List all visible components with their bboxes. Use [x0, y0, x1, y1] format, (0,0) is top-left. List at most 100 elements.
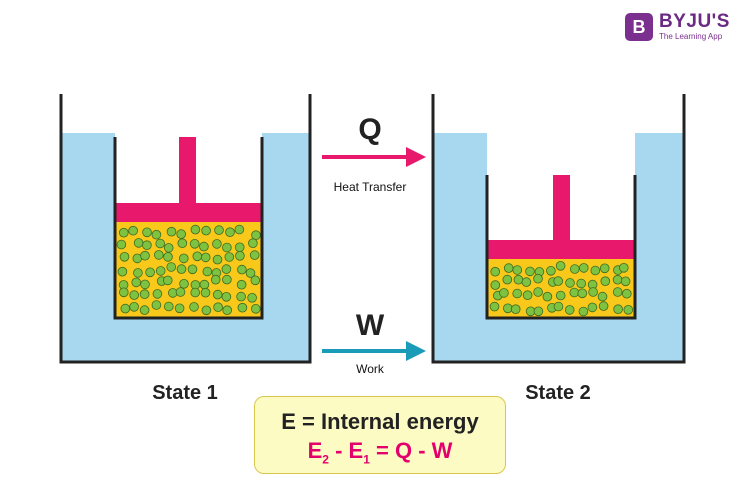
gas-particle	[546, 265, 556, 276]
state-2-label: State 2	[525, 382, 591, 404]
gas-particle	[212, 254, 223, 265]
gas-particle	[129, 290, 140, 300]
work-label: Work	[356, 362, 384, 376]
gas-particle	[201, 305, 212, 316]
gas-particle	[588, 287, 598, 297]
work-symbol: W	[355, 309, 385, 342]
gas-particle	[145, 267, 155, 278]
gas-particle	[192, 251, 203, 262]
gas-particle	[131, 277, 142, 288]
gas-particle	[155, 266, 166, 276]
state-2-cylinder-wall	[485, 175, 637, 320]
gas-particle	[200, 252, 211, 263]
gas-particle	[140, 250, 150, 261]
gas-particle	[237, 302, 248, 313]
gas-particle	[119, 251, 130, 262]
first-law-equation: E2 - E1 = Q - W	[255, 438, 505, 466]
heat-symbol: Q	[358, 113, 382, 146]
gas-particle	[221, 291, 232, 302]
eq-e1-letter: E	[348, 438, 364, 463]
gas-particle	[502, 303, 513, 314]
eq-e2-letter: E	[307, 438, 323, 463]
brand: B BYJU'S The Learning App	[625, 10, 745, 46]
gas-particle	[187, 264, 198, 275]
gas-particle	[163, 243, 174, 253]
gas-particle	[533, 306, 544, 317]
gas-particle	[490, 266, 501, 277]
gas-particle	[119, 227, 129, 238]
gas-particle	[236, 291, 246, 302]
state-2-gas-particles	[489, 260, 634, 317]
state-2-container-wall	[431, 94, 686, 364]
gas-particle	[565, 278, 575, 288]
brand-tagline: The Learning App	[659, 32, 723, 41]
gas-particle	[553, 301, 564, 312]
gas-particle	[522, 290, 533, 301]
gas-particle	[248, 238, 258, 249]
gas-particle	[502, 274, 513, 285]
gas-particle	[213, 302, 223, 313]
gas-particle	[174, 303, 185, 314]
gas-particle	[237, 264, 247, 275]
gas-particle	[618, 262, 629, 273]
gas-particle	[555, 260, 566, 271]
gas-particle	[503, 263, 514, 273]
gas-particle	[214, 225, 224, 235]
gas-particle	[224, 252, 235, 262]
gas-particle	[221, 264, 232, 274]
gas-particle	[142, 240, 152, 251]
gas-particle	[129, 301, 139, 312]
gas-particle	[533, 273, 543, 284]
gas-particle	[510, 304, 521, 315]
gas-particle	[247, 292, 257, 303]
gas-particle	[620, 276, 631, 287]
eq-e2-subscript: 2	[322, 452, 329, 467]
gas-particle	[612, 274, 623, 285]
gas-particle	[249, 250, 260, 260]
gas-particle	[533, 287, 543, 297]
gas-particle	[564, 305, 575, 315]
work-arrow	[322, 341, 426, 361]
gas-particle	[542, 291, 553, 302]
gas-particle	[587, 302, 598, 313]
gas-particle	[139, 289, 150, 300]
gas-particle	[210, 274, 221, 285]
gas-particle	[597, 291, 608, 302]
heat-arrow	[322, 147, 426, 167]
gas-particle	[590, 265, 601, 276]
gas-particle	[234, 224, 245, 235]
gas-particle	[578, 306, 589, 317]
gas-particle	[569, 287, 580, 298]
gas-particle	[578, 263, 589, 273]
gas-particle	[152, 289, 163, 299]
brand-logo: B	[625, 13, 653, 41]
gas-particle	[599, 263, 610, 274]
gas-particle	[212, 289, 223, 300]
state-2-piston-rod	[553, 175, 570, 240]
gas-particle	[623, 304, 634, 315]
gas-particle	[179, 278, 189, 289]
gas-particle	[117, 266, 128, 277]
gas-particle	[222, 274, 232, 285]
eq-rhs: = Q - W	[369, 438, 453, 463]
gas-particle	[133, 238, 144, 248]
heat-transfer-label: Heat Transfer	[333, 180, 407, 194]
gas-particle	[236, 279, 247, 290]
gas-particle	[612, 287, 623, 297]
state-2-apparatus	[431, 94, 686, 364]
gas-particle	[222, 242, 232, 253]
state-1-gas-particles	[116, 224, 261, 316]
state-1-water-bath	[61, 133, 310, 362]
gas-particle	[569, 264, 580, 274]
gas-particle	[154, 250, 164, 260]
gas-particle	[190, 287, 201, 298]
state-2-piston-head	[487, 240, 635, 259]
gas-particle	[176, 264, 187, 274]
gas-particle	[553, 276, 563, 286]
gas-particle	[139, 305, 150, 315]
gas-particle	[598, 301, 609, 311]
gas-particle	[119, 287, 129, 298]
gas-particle	[235, 251, 245, 261]
gas-particle	[222, 305, 233, 316]
gas-particle	[133, 268, 143, 278]
